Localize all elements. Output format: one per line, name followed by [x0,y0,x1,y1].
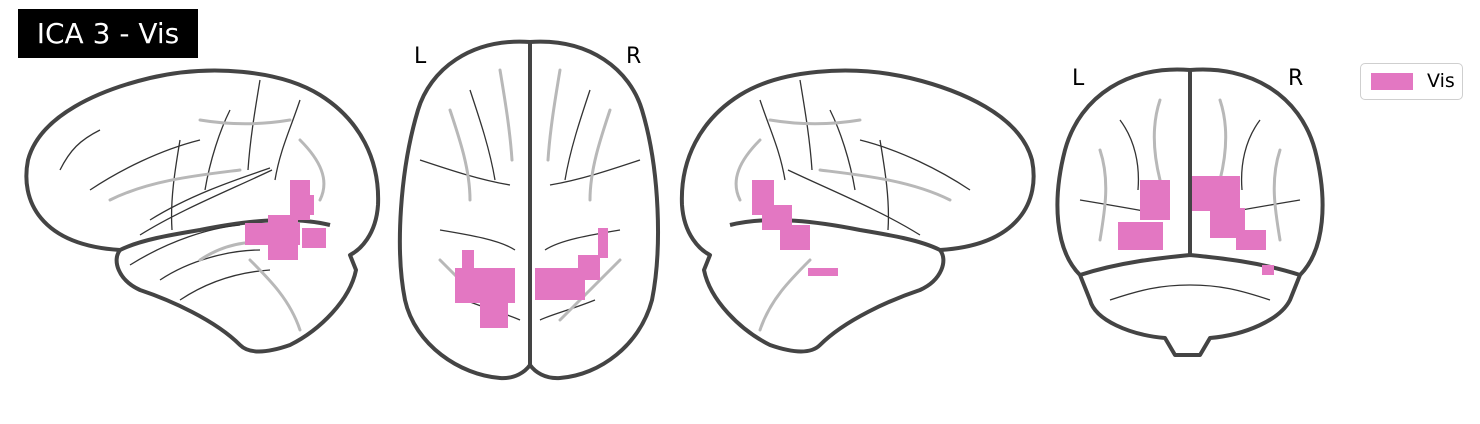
axial-left-label: L [414,44,427,69]
coronal-left-label: L [1072,66,1085,91]
activation-blob [752,180,838,276]
legend: Vis [1360,63,1463,100]
activation-blob [245,180,326,260]
activation-blob [1118,176,1274,275]
legend-swatch [1371,73,1413,90]
figure-title: ICA 3 - Vis [18,9,198,58]
axial-view [397,39,660,381]
activation-blob [455,228,608,328]
sagittal-view-left [24,68,381,354]
coronal-view [1055,67,1325,357]
legend-label: Vis [1427,70,1455,92]
coronal-right-label: R [1288,66,1304,91]
sagittal-view-right [679,68,1036,354]
axial-right-label: R [626,44,642,69]
